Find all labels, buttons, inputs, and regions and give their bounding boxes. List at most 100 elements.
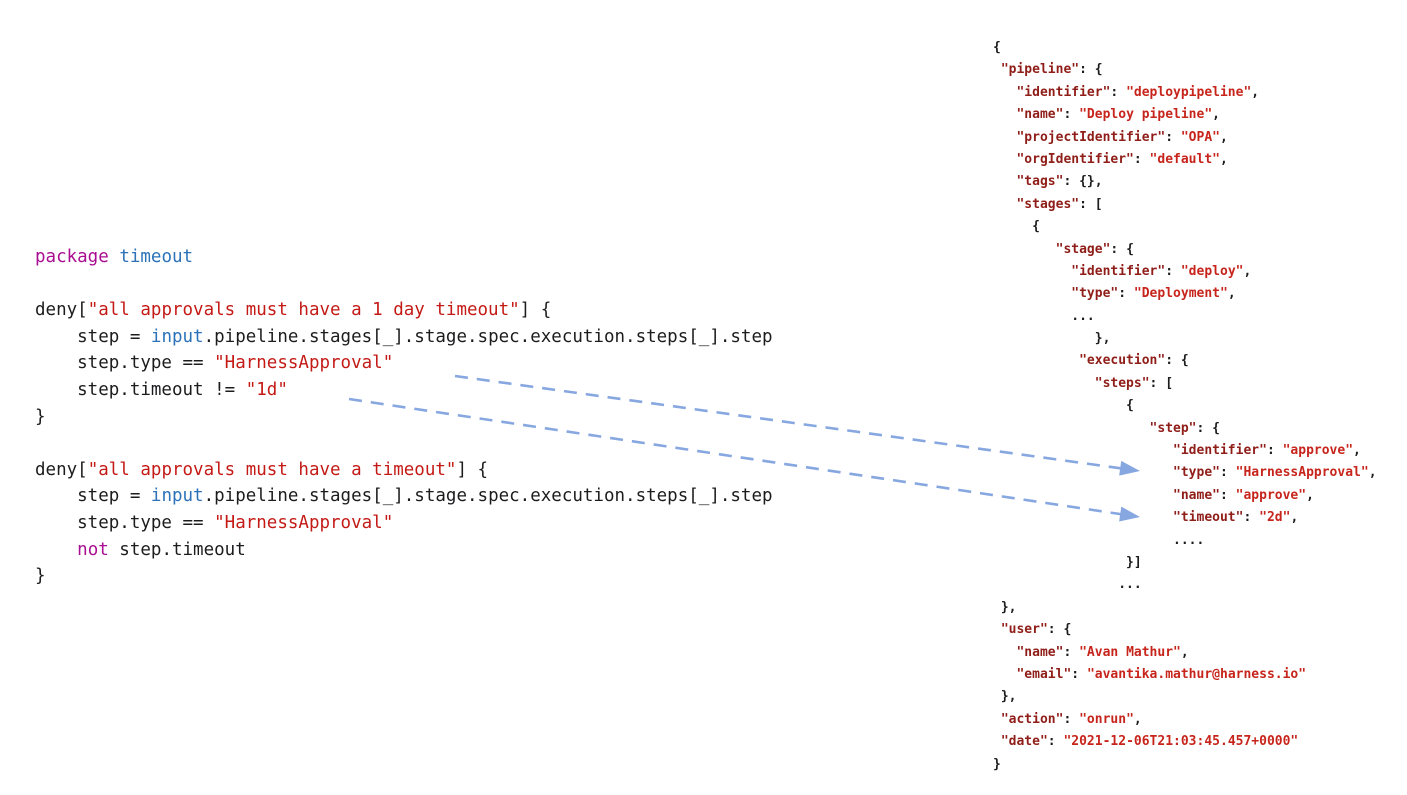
json-code-line: "name": "approve", [993, 485, 1377, 507]
code-token: { [993, 398, 1134, 414]
code-token: , [1180, 644, 1189, 660]
json-code-line: { [993, 395, 1377, 417]
code-token: "approve" [1235, 487, 1307, 503]
json-code-line: "stage": { [993, 239, 1377, 261]
json-code-line: "date": "2021-12-06T21:03:45.457+0000" [993, 731, 1377, 753]
json-code-line: "tags": {}, [993, 171, 1377, 193]
code-token: step.type == [35, 353, 215, 374]
code-token: "OPA" [1180, 129, 1220, 145]
code-token: } [993, 756, 1001, 772]
code-token: , [1290, 510, 1299, 526]
json-code-line: { [993, 37, 1377, 59]
code-token: "identifier" [1071, 263, 1166, 279]
json-code-line: "steps": [ [993, 373, 1377, 395]
code-token: }, [993, 689, 1017, 705]
json-code-line: }, [993, 597, 1377, 619]
json-code-line: }, [993, 328, 1377, 350]
code-token: .... [993, 532, 1205, 548]
code-token: "projectIdentifier" [1016, 129, 1166, 145]
code-token: }, [993, 331, 1111, 347]
rego-code-line: deny["all approvals must have a timeout"… [35, 457, 773, 484]
code-token: input [150, 326, 204, 347]
code-token: : [1071, 666, 1080, 682]
code-token [1173, 130, 1181, 145]
json-code-line: "name": "Deploy pipeline", [993, 104, 1377, 126]
code-token: } [35, 566, 46, 587]
code-token: : [1118, 286, 1127, 302]
code-token: , [1133, 711, 1142, 727]
code-token: "all approvals must have a 1 day timeout… [87, 300, 520, 321]
code-token [993, 465, 1173, 480]
code-token: deny[ [35, 459, 88, 480]
code-token: "default" [1149, 151, 1220, 167]
rego-code-line [35, 271, 773, 298]
code-token [1173, 264, 1181, 279]
json-code-line: }] [993, 552, 1377, 574]
code-token: "HarnessApproval" [1235, 465, 1369, 481]
rego-code-line: step = input.pipeline.stages[_].stage.sp… [35, 483, 772, 510]
code-token [993, 488, 1173, 503]
code-token: "deploypipeline" [1126, 84, 1252, 100]
code-token: "pipeline" [1000, 62, 1080, 78]
code-token: ... [993, 308, 1095, 324]
json-code-line: "pipeline": { [993, 59, 1377, 81]
code-token: : [1063, 711, 1072, 727]
code-token: : [1063, 644, 1072, 660]
code-token [993, 622, 1001, 637]
code-token [993, 242, 1056, 257]
code-token: }] [993, 554, 1142, 570]
code-token: : [1243, 510, 1252, 526]
code-token [993, 376, 1095, 391]
code-token: : [1196, 420, 1205, 436]
code-token: , [1353, 443, 1361, 459]
code-token: : [1133, 151, 1142, 167]
code-token [993, 712, 1001, 727]
json-code-line: "orgIdentifier": "default", [993, 149, 1377, 171]
code-token: "date" [1000, 734, 1048, 750]
code-token: : [1047, 622, 1056, 638]
rego-code-line: step.type == "HarnessApproval" [35, 510, 773, 537]
code-token: "approve" [1282, 443, 1354, 459]
code-token: : [1219, 487, 1228, 503]
json-code-line: "step": { [993, 418, 1377, 440]
code-token [109, 247, 120, 267]
code-token [993, 197, 1016, 212]
code-token: timeout [119, 247, 194, 267]
code-token: : [1266, 443, 1275, 459]
code-token [1142, 152, 1150, 167]
code-token: "stage" [1055, 241, 1111, 257]
code-token: : [1063, 107, 1072, 123]
json-code-line: "type": "HarnessApproval", [993, 462, 1377, 484]
code-token [993, 421, 1150, 436]
code-token [35, 540, 77, 560]
code-token: .pipeline.stages[_].stage.spec.execution… [203, 326, 773, 347]
code-token: not [77, 539, 109, 560]
rego-code-line: package timeout [35, 244, 773, 271]
code-token: step = [35, 486, 151, 507]
code-token [993, 62, 1001, 77]
code-token [1126, 286, 1134, 301]
json-code-line: "stages": [ [993, 194, 1377, 216]
code-token: "identifier" [1173, 443, 1267, 459]
code-token [993, 174, 1016, 189]
code-token: } [35, 406, 46, 427]
code-token: "timeout" [1173, 510, 1244, 526]
code-token: "Deployment" [1133, 286, 1228, 302]
code-token: input [150, 486, 204, 507]
code-token: package [35, 247, 109, 267]
code-token: [ [1157, 375, 1174, 391]
code-token [993, 734, 1001, 749]
code-token: "type" [1071, 286, 1119, 302]
code-token: { [1204, 420, 1220, 436]
code-token: "email" [1016, 666, 1072, 682]
code-token [993, 667, 1016, 682]
code-token: "1d" [245, 379, 288, 400]
code-token: deny[ [35, 300, 88, 321]
json-code-line: "projectIdentifier": "OPA", [993, 127, 1377, 149]
code-token: "action" [1000, 711, 1064, 727]
code-token: "name" [1016, 644, 1064, 660]
json-code-line: "action": "onrun", [993, 709, 1377, 731]
code-token: "2021-12-06T21:03:45.457+0000" [1063, 734, 1299, 750]
code-token: { [1118, 241, 1134, 257]
